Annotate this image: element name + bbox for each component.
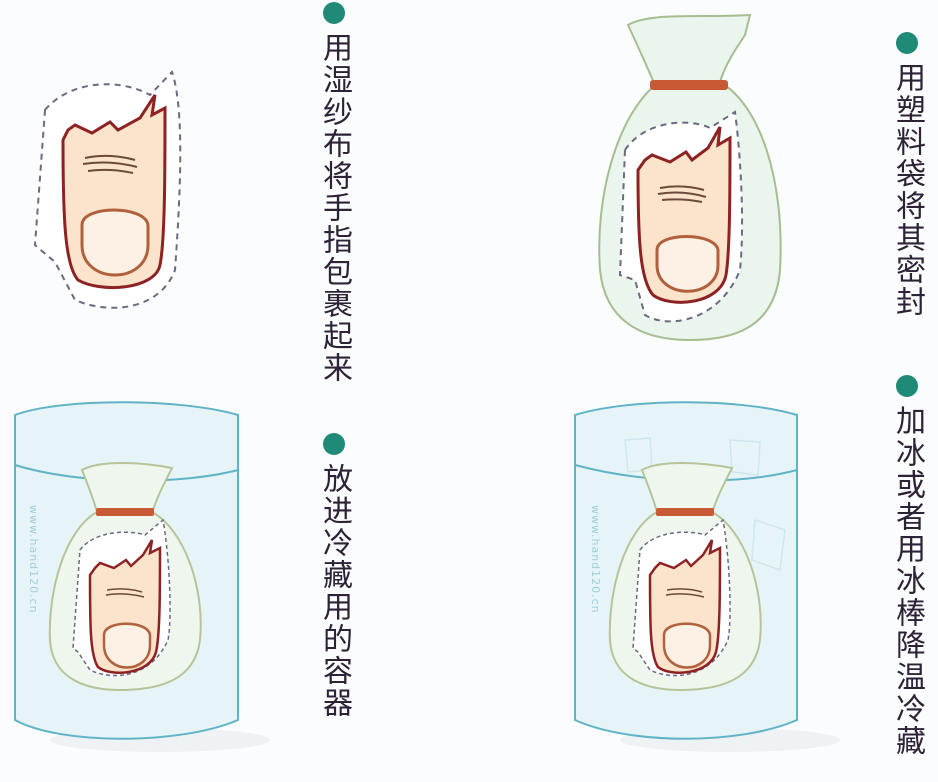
step-2-illustration xyxy=(580,0,880,390)
wrapped-finger-icon xyxy=(33,70,182,309)
step-1-illustration xyxy=(0,0,300,390)
step-3-illustration: www.hand120.cn xyxy=(0,390,300,782)
ice-container-icon xyxy=(574,401,840,752)
step-1-caption: 用湿纱布将手指包裹起来 xyxy=(317,2,352,384)
cold-container-icon xyxy=(14,401,270,752)
watermark: www.hand120.cn xyxy=(27,505,40,614)
watermark: www.hand120.cn xyxy=(589,505,602,614)
step-4-illustration: www.hand120.cn xyxy=(570,390,870,782)
step-4-caption: 加冰或者用冰棒降温冷藏 xyxy=(890,375,925,757)
bullet-icon xyxy=(323,433,345,455)
bullet-icon xyxy=(896,375,918,397)
plastic-bag-icon xyxy=(598,13,782,342)
bullet-icon xyxy=(896,32,918,54)
step-3-caption: 放进冷藏用的容器 xyxy=(317,433,352,719)
step-2-caption: 用塑料袋将其密封 xyxy=(890,32,925,318)
bullet-icon xyxy=(323,2,345,24)
